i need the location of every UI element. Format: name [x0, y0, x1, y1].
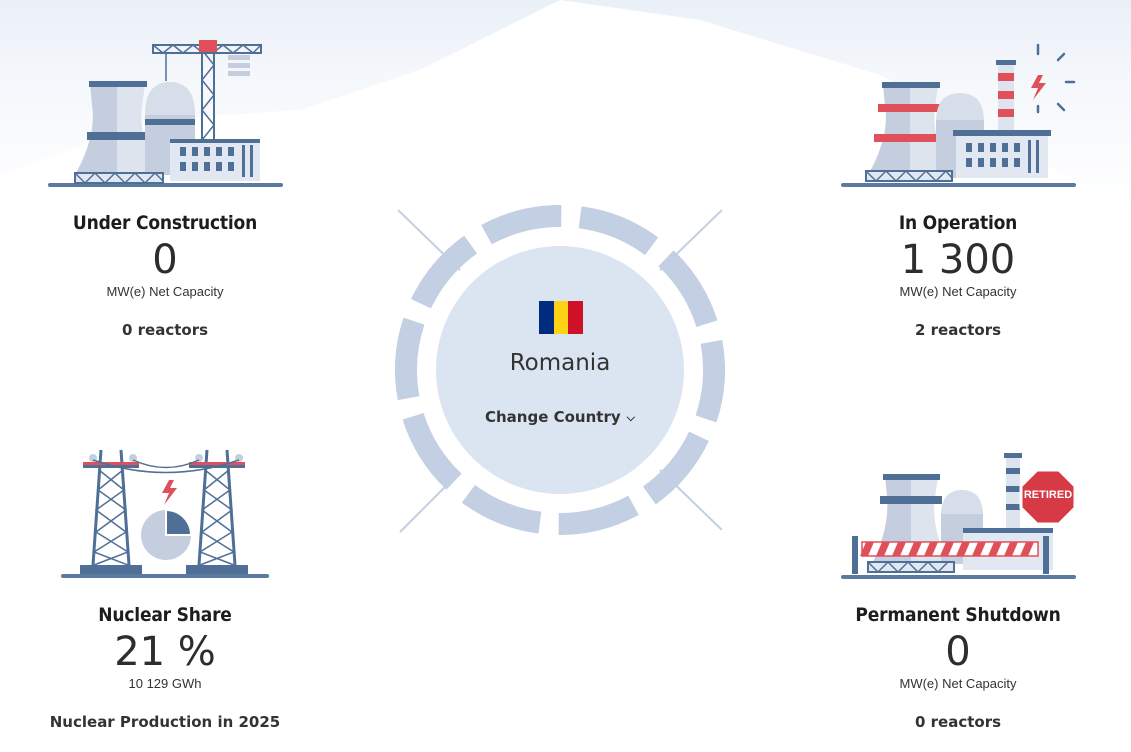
retired-sign-text: RETIRED — [1023, 489, 1073, 501]
ring-segment — [642, 431, 709, 505]
nuclear-share-unit: 10 129 GWh — [128, 676, 202, 691]
retired-plant-icon — [841, 453, 1077, 579]
ring-segment — [578, 206, 659, 256]
ring-segment — [411, 235, 478, 309]
nuclear-share-count: Nuclear Production in 2025 — [49, 713, 281, 731]
permanent-shutdown-unit: MW(e) Net Capacity — [899, 676, 1017, 691]
under-construction-count: 0 reactors — [121, 321, 209, 339]
country-name: Romania — [509, 350, 611, 376]
under-construction-unit: MW(e) Net Capacity — [106, 284, 224, 299]
under-construction-title: Under Construction — [72, 212, 258, 234]
ring-segment — [558, 495, 639, 536]
change-country-button[interactable]: Change Country ⌵ — [460, 408, 660, 426]
ring-segment — [658, 250, 718, 328]
under-construction-value: 0 — [152, 237, 178, 283]
in-operation-value: 1 300 — [900, 237, 1016, 283]
chevron-down-icon: ⌵ — [626, 411, 635, 424]
nuclear-share-panel[interactable]: Nuclear Share 21 % 10 129 GWh Nuclear Pr… — [15, 604, 315, 731]
nuclear-share-value: 21 % — [114, 629, 216, 675]
in-operation-panel[interactable]: In Operation 1 300 MW(e) Net Capacity 2 … — [808, 212, 1108, 339]
construction-plant-icon — [48, 40, 283, 187]
change-country-label: Change Country — [485, 408, 621, 426]
country-flag — [539, 301, 584, 334]
ring-segment — [395, 317, 425, 401]
under-construction-panel[interactable]: Under Construction 0 MW(e) Net Capacity … — [15, 212, 315, 339]
flag-stripe-blue — [539, 301, 554, 334]
country-hub — [395, 204, 725, 536]
ring-segment — [695, 339, 725, 423]
in-operation-count: 2 reactors — [914, 321, 1002, 339]
in-operation-title: In Operation — [898, 212, 1018, 234]
flag-stripe-red — [568, 301, 584, 334]
permanent-shutdown-count: 0 reactors — [914, 713, 1002, 731]
flag-stripe-yellow — [553, 301, 569, 334]
permanent-shutdown-title: Permanent Shutdown — [855, 604, 1061, 626]
ring-segment — [402, 412, 462, 490]
ring-segment — [461, 484, 542, 534]
operating-plant-icon — [841, 43, 1076, 187]
permanent-shutdown-value: 0 — [945, 629, 971, 675]
permanent-shutdown-panel[interactable]: Permanent Shutdown 0 MW(e) Net Capacity … — [808, 604, 1108, 731]
in-operation-unit: MW(e) Net Capacity — [899, 284, 1017, 299]
nuclear-share-title: Nuclear Share — [98, 604, 232, 626]
power-pylon-icon — [61, 449, 269, 578]
ring-segment — [481, 204, 562, 245]
